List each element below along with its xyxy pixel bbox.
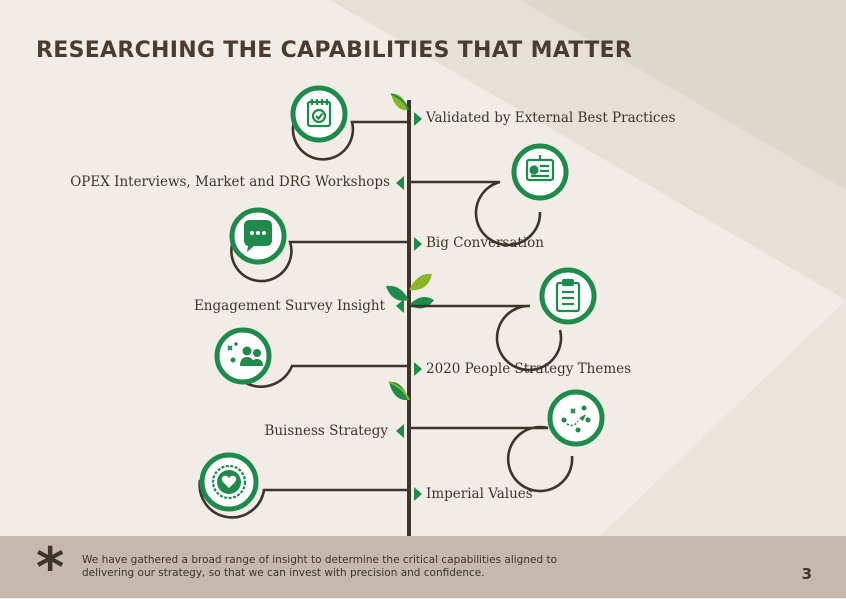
- clipboard-list-icon: [555, 278, 581, 313]
- arrow-marker-5: [414, 362, 422, 376]
- step-label-4: Engagement Survey Insight: [193, 298, 385, 314]
- strategy-play-icon: [561, 405, 591, 433]
- step-label-2: OPEX Interviews, Market and DRG Workshop…: [70, 174, 390, 190]
- arrow-marker-6: [396, 424, 404, 438]
- heart-badge-icon: [211, 464, 247, 500]
- arrow-marker-7: [414, 487, 422, 501]
- arrow-marker-1: [414, 112, 422, 126]
- chat-bubble-icon: [244, 220, 272, 252]
- arrow-marker-2: [396, 176, 404, 190]
- step-label-5: 2020 People Strategy Themes: [426, 361, 632, 377]
- step-label-3: Big Conversation: [426, 235, 544, 251]
- page-number: 3: [801, 565, 812, 583]
- footer-band: [0, 536, 846, 598]
- arrow-marker-4: [396, 299, 404, 313]
- asterisk-icon: *: [36, 536, 65, 599]
- leaf-decoration-3: [388, 381, 410, 401]
- step-label-1: Validated by External Best Practices: [426, 110, 676, 126]
- page-title: RESEARCHING THE CAPABILITIES THAT MATTER: [36, 38, 633, 63]
- people-strategy-icon: [227, 342, 263, 366]
- leaf-decoration-1: [390, 93, 409, 111]
- step-label-6: Buisness Strategy: [264, 423, 388, 439]
- arrow-marker-3: [414, 237, 422, 251]
- notepad-check-icon: [306, 99, 332, 128]
- presentation-board-icon: [525, 155, 555, 182]
- step-label-7: Imperial Values: [426, 486, 533, 502]
- footer-text: We have gathered a broad range of insigh…: [82, 554, 557, 579]
